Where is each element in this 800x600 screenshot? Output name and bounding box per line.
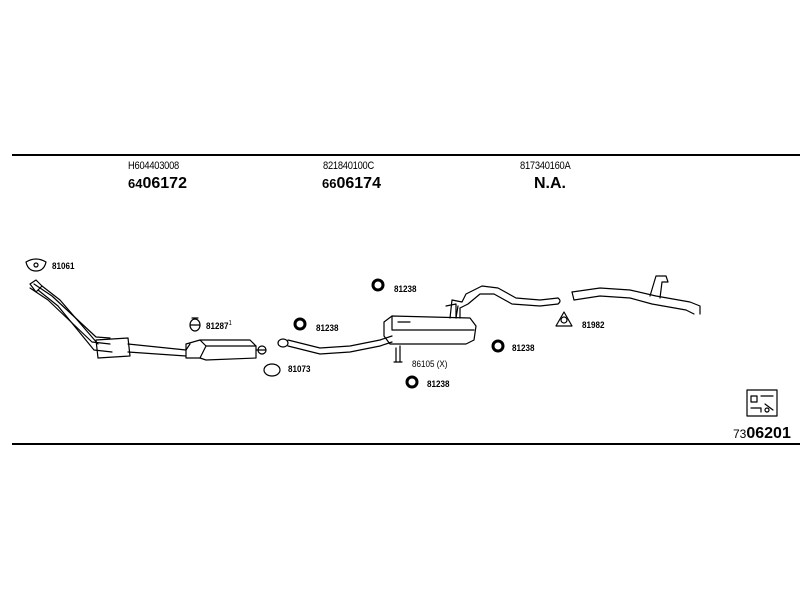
part-label-81238-b: 81238 (394, 284, 417, 295)
gasket-81073-icon (263, 363, 281, 377)
oe-ref-1: H604403008 (128, 160, 180, 172)
ring-81238-b-icon (371, 278, 385, 292)
part-label-81238-c: 81238 (512, 343, 535, 354)
top-rule (12, 154, 800, 156)
part-number-3-main: N.A. (534, 175, 566, 192)
diagram-code-prefix: 73 (733, 427, 747, 441)
part-label-81287: 812871 (206, 320, 232, 332)
part-number-2-prefix: 66 (322, 176, 337, 191)
part-label-81238-d: 81238 (427, 379, 450, 390)
clamp-86105-icon (393, 345, 403, 363)
oe-ref-2: 821840100C (323, 160, 375, 172)
oe-ref-3: 817340160A (520, 160, 571, 172)
ring-81238-a-icon (293, 317, 307, 331)
intermediate-pipe-icon (277, 335, 393, 355)
diagram-code-icon (746, 389, 778, 417)
rear-muffler-icon (383, 315, 477, 345)
tail-pipe-icon (445, 285, 561, 319)
gasket-81061-icon (25, 258, 47, 272)
hanger-81982-icon (555, 311, 573, 327)
part-number-1: 6406172 (128, 175, 187, 193)
part-number-1-prefix: 64 (128, 176, 143, 191)
part-label-81982: 81982 (582, 320, 605, 331)
part-number-1-main: 06172 (142, 175, 187, 192)
part-label-81287-sup: 1 (228, 320, 232, 327)
part-number-2: 6606174 (322, 175, 381, 193)
bottom-rule (12, 443, 800, 445)
part-label-81061: 81061 (52, 261, 75, 272)
clamp-81287-icon (189, 317, 201, 332)
ring-81238-c-icon (491, 339, 505, 353)
ring-81238-d-icon (405, 375, 419, 389)
part-label-81238-a: 81238 (316, 323, 339, 334)
diagram-code: 7306201 (733, 425, 791, 443)
part-label-81287-text: 81287 (206, 321, 229, 333)
front-pipe-icon (29, 279, 191, 359)
part-label-81073: 81073 (288, 364, 311, 375)
part-number-2-main: 06174 (336, 175, 381, 192)
part-label-86105: 86105 (X) (412, 359, 448, 370)
centre-muffler-icon (185, 339, 267, 361)
diagram-code-main: 06201 (746, 425, 791, 442)
part-number-3: N.A. (534, 175, 566, 193)
extension-pipe-icon (571, 275, 701, 315)
